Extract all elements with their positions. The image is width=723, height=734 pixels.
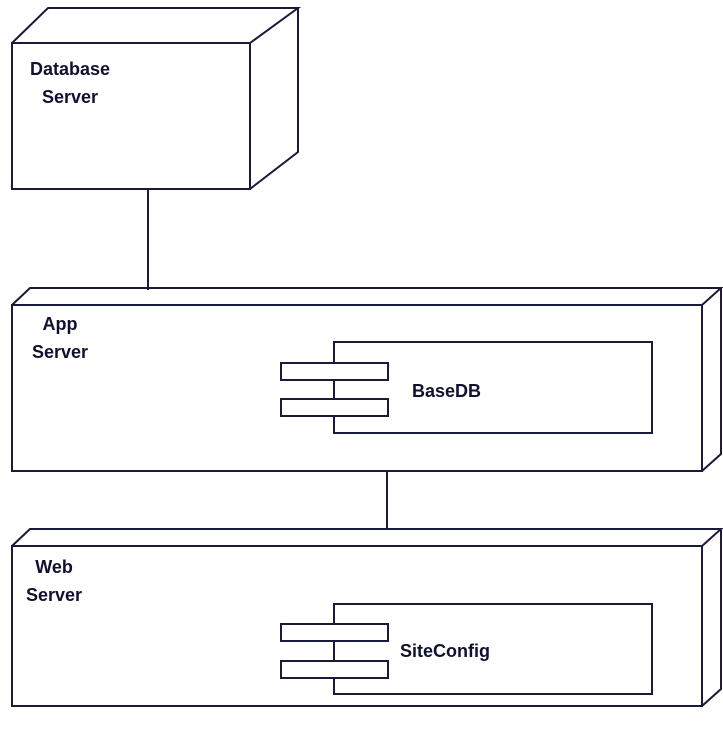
web-server-label-line1: Web (35, 557, 73, 577)
web-server-label: Web Server (26, 553, 82, 609)
siteconfig-component (280, 603, 653, 695)
basedb-component-tab-top (280, 362, 389, 381)
database-server-label: Database Server (30, 55, 110, 111)
web-server-label-line2: Server (26, 585, 83, 605)
siteconfig-component-tab-bottom (280, 660, 389, 679)
basedb-component-label: BaseDB (412, 381, 482, 401)
database-server-node (11, 7, 302, 190)
basedb-component (280, 341, 653, 434)
app-server-label-line1: App (42, 314, 78, 334)
basedb-component-tab-bottom (280, 398, 389, 417)
siteconfig-component-label: SiteConfig (400, 641, 490, 661)
app-server-label: App Server (32, 310, 88, 366)
database-server-label-line1: Database (30, 59, 111, 79)
app-server-label-line2: Server (32, 342, 89, 362)
database-server-label-line2: Server (41, 87, 99, 107)
siteconfig-component-tab-top (280, 623, 389, 642)
